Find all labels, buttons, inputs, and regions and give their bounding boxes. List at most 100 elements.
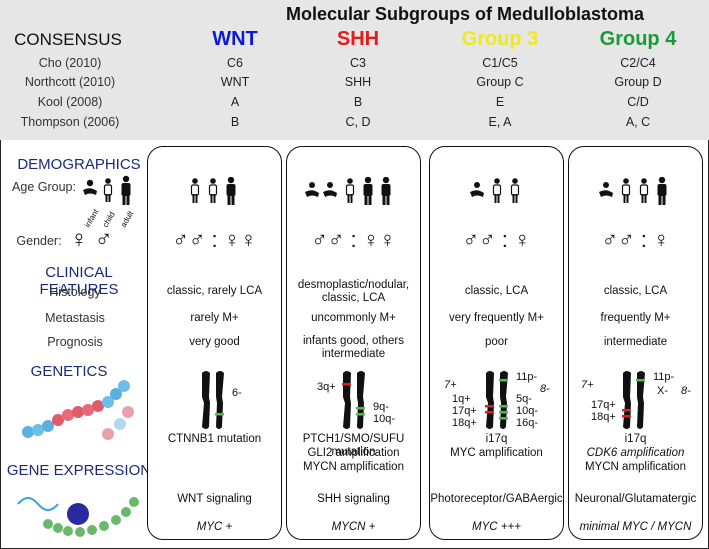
chrom-label-wnt: 6- — [232, 387, 242, 399]
group-3-title: Group 3 — [461, 28, 539, 50]
signaling-group4: Neuronal/Glutamatergic — [574, 493, 697, 505]
study-label-thompson: Thompson (2006) — [20, 115, 120, 129]
study-cell: E, A — [488, 115, 512, 129]
prognosis-group4: intermediate — [603, 336, 668, 348]
female-symbol: ♀ — [70, 226, 88, 253]
study-cell: C/D — [627, 95, 649, 109]
prognosis-shh: infants good, others intermediate — [302, 335, 404, 360]
study-cell: B — [353, 95, 363, 109]
chrom-label-group3: 11p- — [516, 371, 538, 383]
chrom-label-group3: 5q- — [516, 393, 532, 405]
metastasis-label: Metastasis — [45, 311, 105, 325]
chrom-label-group3: 16q- — [516, 417, 539, 429]
study-label-northcott: Northcott (2010) — [24, 75, 116, 89]
myc-wnt: MYC + — [196, 521, 233, 533]
header-panel — [0, 0, 709, 140]
column-shh: ♂♂ : ♀♀ desmoplastic/nodular, classic, L… — [286, 146, 421, 540]
chromosome-icon — [342, 371, 365, 429]
amplification-group4-2: MYCN amplification — [585, 461, 686, 473]
study-label-cho: Cho (2010) — [38, 56, 102, 70]
metastasis-group4: frequently M+ — [600, 312, 671, 324]
study-cell: C3 — [350, 56, 366, 70]
chrom-label-group3: 18q+ — [452, 417, 477, 429]
column-group4: ♂♂ : ♀ classic, LCA frequently M+ interm… — [568, 146, 703, 540]
group-shh-title: SHH — [336, 28, 380, 50]
amplification-shh-2: MYCN amplification — [303, 461, 404, 473]
chrom-label-group4: X- — [657, 385, 668, 397]
study-label-kool: Kool (2008) — [37, 95, 103, 109]
metastasis-group3: very frequently M+ — [449, 312, 544, 324]
section-demographics: DEMOGRAPHICS — [17, 156, 141, 173]
infant-child-icon — [469, 178, 519, 203]
chrom-label-shh: 3q+ — [317, 381, 336, 393]
infant-child-adult-icon — [304, 176, 390, 205]
chrom-label-group4: 17q+ — [591, 399, 616, 411]
amplification-group3: MYC amplification — [450, 447, 543, 459]
age-group-label: Age Group: — [12, 180, 76, 194]
mutation-wnt: CTNNB1 mutation — [167, 433, 262, 445]
study-cell: WNT — [220, 75, 250, 89]
chrom-label-shh: 9q- — [373, 401, 389, 413]
chrom-label-group3: 10q- — [516, 405, 539, 417]
amplification-shh-1: GLI2 amplification — [307, 447, 400, 459]
gender-label: Gender: — [16, 234, 62, 248]
chrom-label-shh: 10q- — [373, 413, 396, 425]
column-wnt: ♂♂ : ♀♀ classic, rarely LCA rarely M+ ve… — [147, 146, 282, 540]
age-icons-shh — [287, 176, 420, 212]
male-symbol: ♂ — [94, 226, 113, 253]
chrom-label-group3: 17q+ — [452, 405, 477, 417]
section-gene-expression: GENE EXPRESSION — [6, 462, 152, 479]
histology-wnt: classic, rarely LCA — [166, 285, 263, 297]
column-group3: ♂♂ : ♀ classic, LCA very frequently M+ p… — [429, 146, 564, 540]
histology-group4: classic, LCA — [603, 285, 668, 297]
histology-label: Histology — [49, 285, 101, 299]
myc-group4: minimal MYC / MYCN — [579, 521, 692, 533]
amplification-group4-1: CDK6 amplification — [586, 447, 685, 459]
prognosis-wnt: very good — [189, 336, 240, 348]
chrom-label-group3: 8- — [540, 383, 550, 395]
study-cell: C6 — [227, 56, 243, 70]
chrom-label-group3: 1q+ — [452, 393, 471, 405]
signaling-group3: Photoreceptor/GABAergic — [430, 493, 563, 505]
study-cell: B — [230, 115, 240, 129]
age-icons-group3 — [430, 177, 563, 212]
section-clinical-features: CLINICAL FEATURES — [39, 264, 119, 298]
age-icons-group4 — [569, 176, 702, 212]
chrom-label-group4: 11p- — [653, 371, 675, 383]
mutation-shh: PTCH1/SMO/SUFU mutation — [302, 433, 405, 458]
gender-ratio-shh: ♂♂ : ♀♀ — [311, 227, 396, 252]
group-wnt-title: WNT — [212, 28, 258, 50]
gender-ratio-group3: ♂♂ : ♀ — [462, 227, 531, 252]
child-adult-icon — [190, 176, 235, 205]
chromatin-illustration — [22, 380, 134, 440]
histology-shh: desmoplastic/nodular, classic, LCA — [297, 279, 410, 304]
chrom-label-group4: 18q+ — [591, 411, 616, 423]
chromosome-icon — [202, 371, 224, 429]
gender-symbols: ♀ ♂ — [70, 226, 113, 254]
myc-shh: MYCN + — [331, 521, 376, 533]
gender-ratio-wnt: ♂♂ : ♀♀ — [172, 227, 257, 252]
histology-group3: classic, LCA — [464, 285, 529, 297]
signaling-wnt: WNT signaling — [177, 493, 252, 505]
infant-child-adult-icon — [598, 176, 666, 205]
chrom-label-group3: 7+ — [444, 379, 457, 391]
study-cell: E — [495, 95, 505, 109]
study-cell: Group D — [614, 75, 662, 89]
figure-title: Molecular Subgroups of Medulloblastoma — [285, 4, 645, 24]
signaling-shh: SHH signaling — [317, 493, 390, 505]
metastasis-shh: uncommonly M+ — [311, 312, 396, 324]
isochromosome-group4: i17q — [624, 433, 647, 445]
isochromosome-group3: i17q — [485, 433, 508, 445]
consensus-label: CONSENSUS — [14, 30, 122, 49]
study-cell: C1/C5 — [482, 56, 518, 70]
gene-expression-illustration — [17, 497, 139, 537]
chromosome-icon — [622, 371, 645, 429]
age-icons-wnt — [148, 176, 281, 212]
study-cell: Group C — [476, 75, 524, 89]
age-group-icons — [83, 175, 131, 205]
prognosis-label: Prognosis — [47, 335, 103, 349]
study-cell: A — [230, 95, 240, 109]
study-cell: C2/C4 — [620, 56, 656, 70]
group-4-title: Group 4 — [599, 28, 677, 50]
study-cell: SHH — [344, 75, 372, 89]
